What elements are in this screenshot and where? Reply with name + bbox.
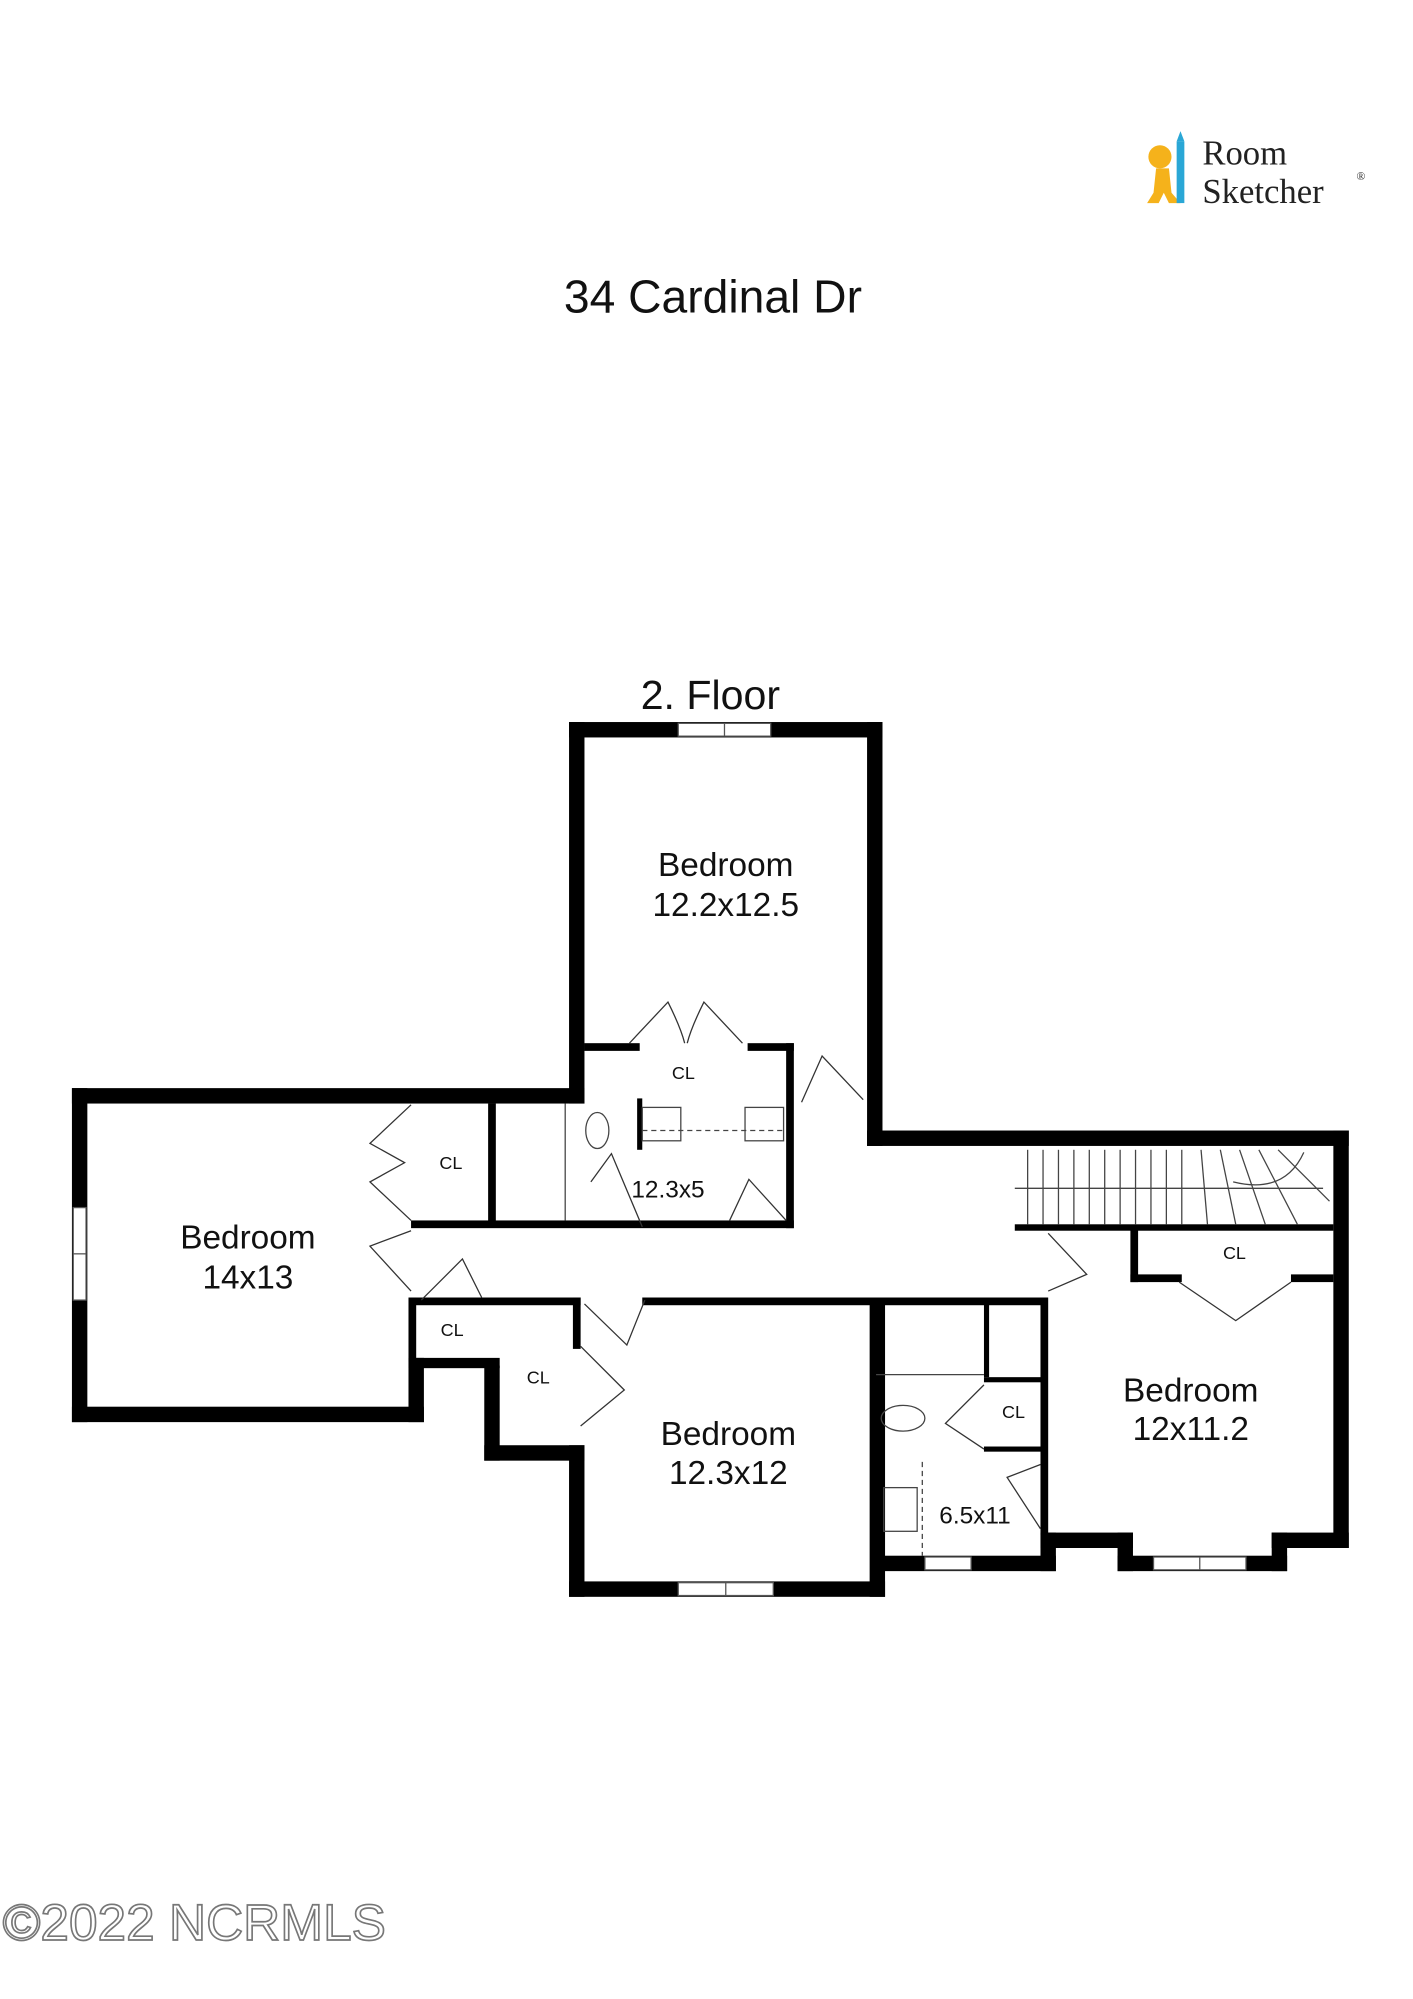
room-size: 12.3x12 — [669, 1455, 788, 1492]
registered-mark: ® — [1356, 170, 1365, 183]
closet-label: CL — [1223, 1243, 1246, 1263]
room-bedroom-3: Bedroom 12.3x12 — [661, 1416, 796, 1492]
copyright-watermark: ©2022 NCRMLS — [3, 1893, 386, 1951]
room-name: Bedroom — [661, 1416, 796, 1453]
bath-fixtures — [564, 1103, 984, 1556]
room-size: 12x11.2 — [1133, 1411, 1249, 1448]
room-bedroom-4: Bedroom 12x11.2 — [1123, 1373, 1258, 1449]
closet-label: CL — [1002, 1402, 1025, 1422]
logo-text-room: Room — [1202, 134, 1287, 173]
room-name: Bedroom — [1123, 1373, 1258, 1410]
logo-text-sketcher: Sketcher — [1202, 172, 1324, 211]
closet-label: CL — [441, 1320, 464, 1340]
room-name: Bedroom — [180, 1220, 315, 1257]
doors — [368, 1000, 1292, 1530]
bath-size-label: 12.3x5 — [631, 1176, 704, 1203]
floor-label: 2. Floor — [641, 672, 780, 718]
staircase — [1014, 1149, 1330, 1225]
room-name: Bedroom — [658, 847, 793, 884]
room-size: 14x13 — [202, 1260, 293, 1297]
room-bedroom-1: Bedroom 12.2x12.5 — [652, 847, 799, 924]
page-title: 34 Cardinal Dr — [564, 270, 862, 322]
roomsketcher-logo: Room Sketcher ® — [1147, 131, 1365, 211]
room-size: 12.2x12.5 — [652, 887, 799, 924]
closet-label: CL — [672, 1063, 695, 1083]
windows — [72, 722, 1247, 1597]
closet-label: CL — [527, 1368, 550, 1388]
bath-size-label: 6.5x11 — [939, 1503, 1010, 1530]
room-bedroom-2: Bedroom 14x13 — [180, 1220, 315, 1297]
closet-label: CL — [439, 1153, 462, 1173]
